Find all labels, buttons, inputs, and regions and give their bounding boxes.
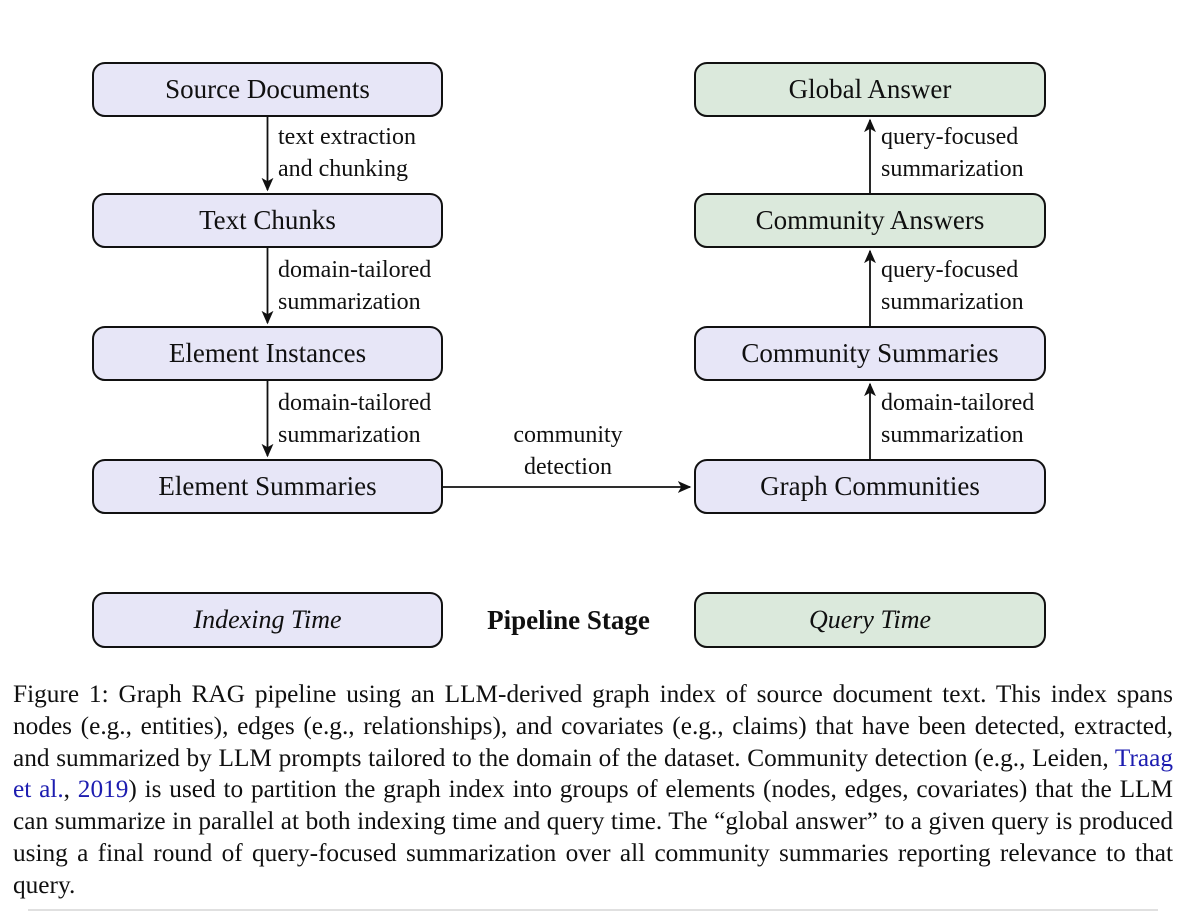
legend-query-time: Query Time [694,592,1046,648]
edge-label-query-focused-1: query-focused summarization [881,121,1024,185]
node-text-chunks: Text Chunks [92,193,443,248]
node-label: Community Answers [755,205,985,235]
legend-label: Pipeline Stage [487,604,650,635]
edge-label-line: domain-tailored [278,257,432,283]
node-label: Global Answer [788,74,952,104]
figure-caption: Figure 1: Graph RAG pipeline using an LL… [13,679,1173,902]
caption-separator: , [63,775,78,804]
caption-text-2: ) is used to partition the graph index i… [13,775,1173,899]
edge-label-line: query-focused [881,257,1019,283]
edge-label-line: text extraction [278,124,416,150]
legend-label: Indexing Time [193,605,342,634]
edge-label-line: query-focused [881,124,1019,150]
node-label: Community Summaries [741,338,999,368]
edge-label-line: domain-tailored [881,390,1035,416]
node-element-instances: Element Instances [92,326,443,381]
edge-label-domain-tailored-3: domain-tailored summarization [881,387,1034,451]
node-label: Element Summaries [158,471,377,501]
edge-label-line: summarization [881,422,1024,448]
node-graph-communities: Graph Communities [694,459,1046,514]
node-label: Text Chunks [199,205,336,235]
legend-pipeline-stage: Pipeline Stage [443,592,694,648]
node-community-answers: Community Answers [694,193,1046,248]
edge-label-domain-tailored-1: domain-tailored summarization [278,254,431,318]
edge-label-line: community [513,422,623,448]
edge-label-query-focused-2: query-focused summarization [881,254,1024,318]
node-global-answer: Global Answer [694,62,1046,117]
node-label: Graph Communities [760,471,980,501]
node-community-summaries: Community Summaries [694,326,1046,381]
edge-label-line: domain-tailored [278,390,432,416]
citation-link-year[interactable]: 2019 [77,775,129,804]
node-source-documents: Source Documents [92,62,443,117]
node-label: Source Documents [165,74,370,104]
edge-label-line: summarization [278,422,421,448]
edge-label-line: detection [524,454,612,480]
page-crop-artifact [28,909,1158,911]
citation-link-authors[interactable]: Traag et al. [13,743,1173,804]
node-label: Element Instances [168,338,367,368]
edge-label-line: and chunking [278,156,408,182]
caption-text-1: Figure 1: Graph RAG pipeline using an LL… [13,680,1173,772]
node-element-summaries: Element Summaries [92,459,443,514]
edge-label-line: summarization [881,156,1024,182]
edge-label-line: summarization [881,289,1024,315]
edge-label-text-extraction: text extraction and chunking [278,121,416,185]
edge-label-line: summarization [278,289,421,315]
legend-indexing-time: Indexing Time [92,592,443,648]
edge-label-community-detection: community detection [457,419,679,483]
legend-label: Query Time [808,605,932,634]
edge-label-domain-tailored-2: domain-tailored summarization [278,387,431,451]
